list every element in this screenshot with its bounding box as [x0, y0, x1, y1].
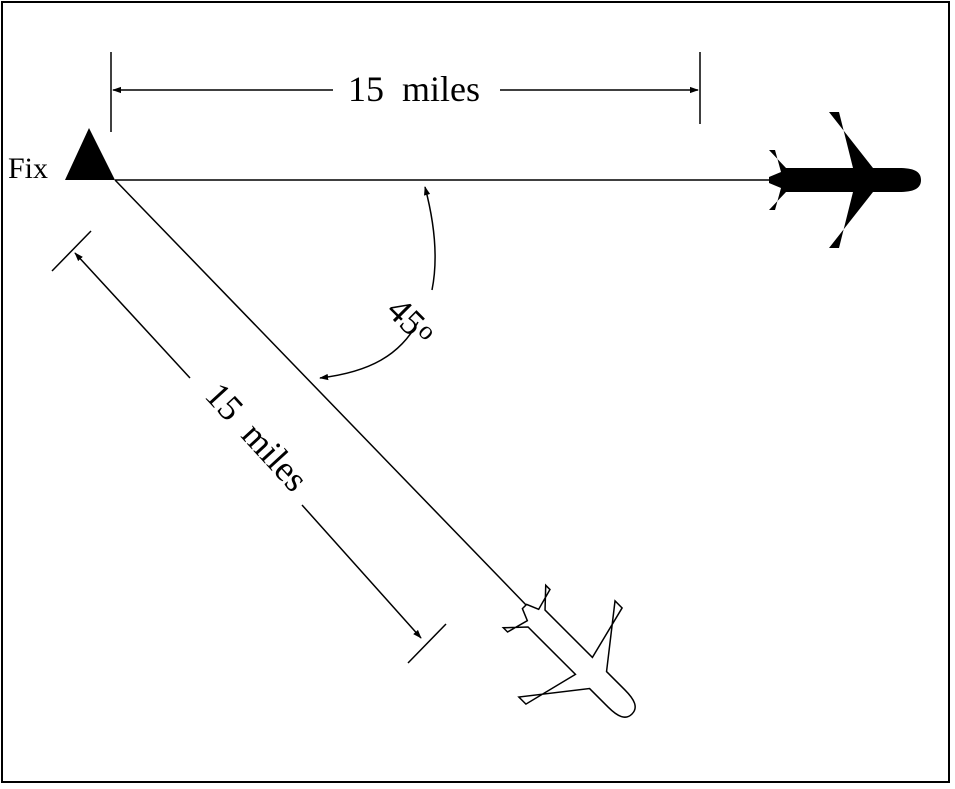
- diagonal-dimension-arrow-end: [301, 504, 422, 639]
- angle-arc-upper: [424, 186, 436, 291]
- fix-triangle-icon: [65, 128, 115, 180]
- diagonal-dimension-arrow-start: [74, 252, 191, 379]
- angle-arc-lower: [319, 321, 419, 381]
- southeast-course-line: [114, 179, 529, 608]
- diagonal-dimension-tick-start: [51, 230, 92, 272]
- diagonal-dimension-tick-end: [407, 623, 447, 664]
- fix-label: Fix: [8, 152, 48, 185]
- top-distance-label: 15 miles: [348, 69, 480, 109]
